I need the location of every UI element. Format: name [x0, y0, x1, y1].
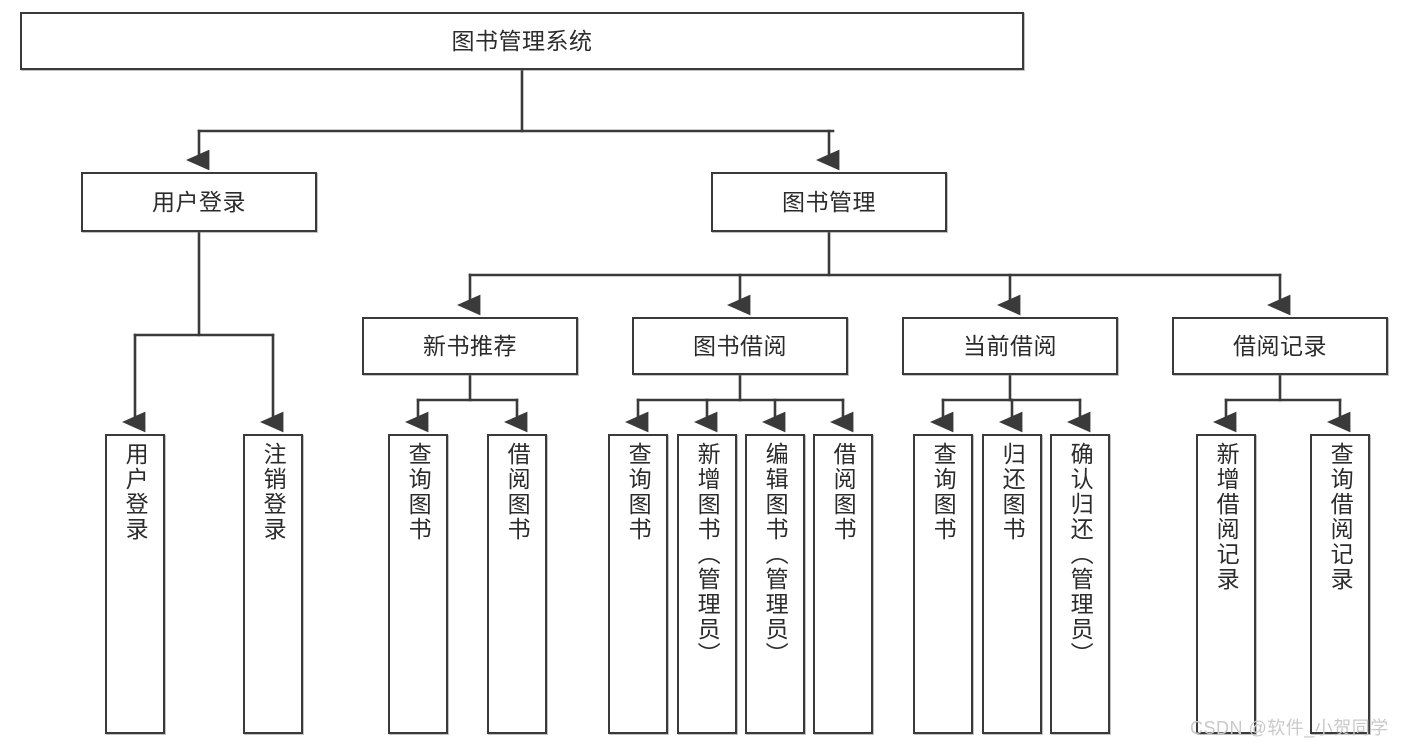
node-leaf-user-login-label: 用户登录 — [122, 442, 149, 542]
node-leaf-query-book-recommend[interactable]: 查询图书 — [388, 434, 448, 734]
node-book-borrow-label: 图书借阅 — [693, 332, 787, 359]
node-leaf-borrow-book[interactable]: 借阅图书 — [813, 434, 873, 734]
node-leaf-add-borrow-record[interactable]: 新增借阅记录 — [1196, 434, 1256, 734]
node-root[interactable]: 图书管理系统 — [20, 12, 1024, 70]
node-leaf-add-book-admin[interactable]: 新增图书（管理员） — [677, 434, 737, 734]
node-user-login-label: 用户登录 — [152, 188, 246, 215]
node-user-login[interactable]: 用户登录 — [81, 172, 317, 232]
node-leaf-confirm-return-admin-label: 确认归还（管理员） — [1067, 442, 1094, 667]
node-leaf-add-borrow-record-label: 新增借阅记录 — [1213, 442, 1240, 592]
node-borrow-record-label: 借阅记录 — [1233, 332, 1327, 359]
watermark: CSDN @软件_小贺同学 — [1190, 718, 1389, 738]
node-leaf-confirm-return-admin[interactable]: 确认归还（管理员） — [1050, 434, 1110, 734]
node-leaf-query-borrow-record-label: 查询借阅记录 — [1327, 442, 1354, 592]
node-leaf-borrow-book-recommend-label: 借阅图书 — [504, 442, 531, 542]
node-leaf-edit-book-admin-label: 编辑图书（管理员） — [762, 442, 789, 667]
node-leaf-query-book-borrow-label: 查询图书 — [625, 442, 652, 542]
node-leaf-query-book-recommend-label: 查询图书 — [405, 442, 432, 542]
node-book-management[interactable]: 图书管理 — [711, 172, 947, 232]
node-new-book-recommend-label: 新书推荐 — [423, 332, 517, 359]
node-leaf-query-book-borrow[interactable]: 查询图书 — [608, 434, 668, 734]
node-current-borrow[interactable]: 当前借阅 — [902, 317, 1118, 375]
node-book-borrow[interactable]: 图书借阅 — [632, 317, 848, 375]
node-leaf-query-borrow-record[interactable]: 查询借阅记录 — [1310, 434, 1370, 734]
node-leaf-query-book-current[interactable]: 查询图书 — [913, 434, 973, 734]
node-leaf-borrow-book-recommend[interactable]: 借阅图书 — [487, 434, 547, 734]
node-book-management-label: 图书管理 — [782, 188, 876, 215]
node-leaf-borrow-book-label: 借阅图书 — [830, 442, 857, 542]
node-borrow-record[interactable]: 借阅记录 — [1172, 317, 1388, 375]
node-leaf-user-login[interactable]: 用户登录 — [105, 434, 165, 734]
node-root-label: 图书管理系统 — [451, 27, 593, 54]
node-leaf-query-book-current-label: 查询图书 — [930, 442, 957, 542]
node-leaf-return-book-label: 归还图书 — [999, 442, 1026, 542]
node-leaf-logout-login-label: 注销登录 — [260, 442, 287, 542]
node-new-book-recommend[interactable]: 新书推荐 — [362, 317, 578, 375]
node-current-borrow-label: 当前借阅 — [963, 332, 1057, 359]
node-leaf-edit-book-admin[interactable]: 编辑图书（管理员） — [745, 434, 805, 734]
node-leaf-return-book[interactable]: 归还图书 — [982, 434, 1042, 734]
node-leaf-add-book-admin-label: 新增图书（管理员） — [694, 442, 721, 667]
node-leaf-logout-login[interactable]: 注销登录 — [243, 434, 303, 734]
